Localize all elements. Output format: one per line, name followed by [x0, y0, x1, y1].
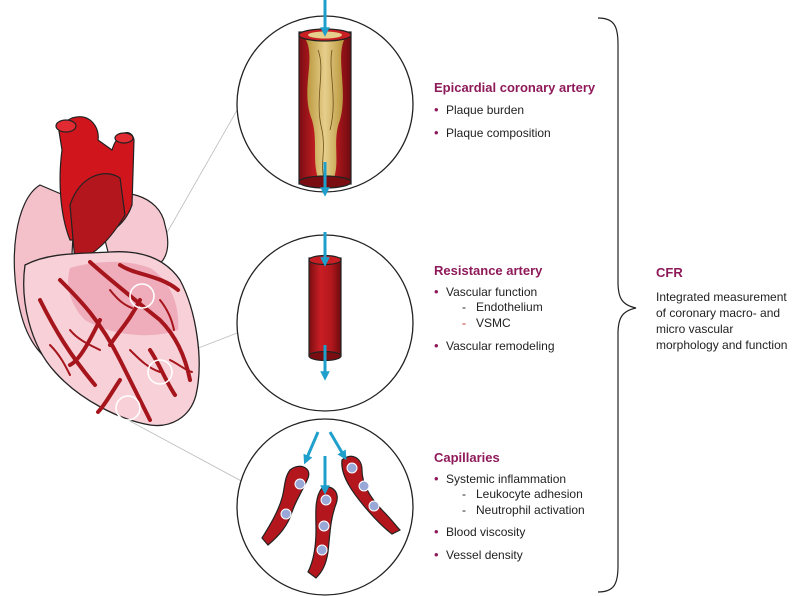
item-label: Plaque composition — [446, 126, 551, 140]
section-title-capillaries: Capillaries — [434, 450, 500, 465]
list-item: •Plaque composition — [434, 125, 551, 140]
sub-item-label: Neutrophil activation — [476, 503, 585, 517]
list-item: •Vascular function — [434, 284, 538, 299]
item-label: Blood viscosity — [446, 525, 526, 539]
list-item: •Systemic inflammation — [434, 471, 567, 486]
capillaries-illustration — [236, 418, 414, 596]
item-label: Vascular remodeling — [446, 339, 555, 353]
list-item: •Blood viscosity — [434, 524, 526, 539]
cfr-title: CFR — [656, 265, 683, 280]
section-title-resistance: Resistance artery — [434, 263, 543, 278]
heart-zoom-markers — [115, 283, 173, 421]
cfr-description: Integrated measurement of coronary macro… — [656, 290, 788, 352]
sub-item-label: VSMC — [476, 316, 511, 330]
sub-item: -Leukocyte adhesion — [462, 487, 583, 501]
sub-item: -VSMC — [462, 316, 511, 330]
flow-arrow-icon — [328, 431, 347, 461]
heart-illustration — [13, 116, 200, 427]
section-title-epicardial: Epicardial coronary artery — [434, 80, 596, 95]
flow-arrow-icon — [303, 431, 320, 465]
list-item: •Vascular remodeling — [434, 338, 555, 353]
list-item: •Plaque burden — [434, 102, 525, 117]
epicardial-artery-illustration — [236, 0, 414, 197]
resistance-artery-illustration — [236, 232, 414, 412]
item-label: Vessel density — [446, 548, 523, 562]
item-label: Plaque burden — [446, 103, 525, 117]
sub-item-label: Endothelium — [476, 300, 543, 314]
sub-item-label: Leukocyte adhesion — [476, 487, 583, 501]
list-item: •Vessel density — [434, 547, 523, 562]
blood-cells — [280, 462, 380, 556]
item-label: Vascular function — [446, 285, 538, 299]
sub-item: -Endothelium — [462, 300, 543, 314]
bracket-icon — [597, 17, 637, 593]
sub-item: -Neutrophil activation — [462, 503, 585, 517]
item-label: Systemic inflammation — [446, 472, 567, 486]
